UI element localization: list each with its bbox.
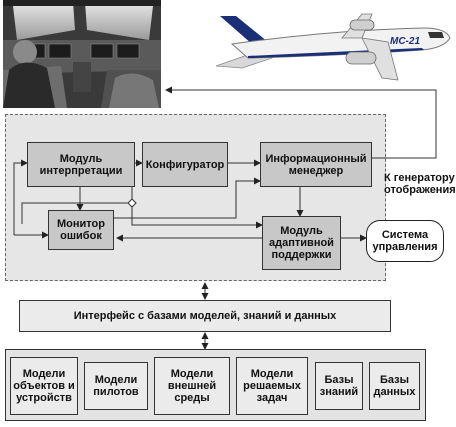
base-environment-models: Модели внешней среды [154,357,230,415]
error-monitor: Монитор ошибок [48,210,114,250]
edge-loop-interp [13,159,28,235]
aircraft-illustration: MC-21 [212,8,454,88]
base-pilot-models: Модели пилотов [84,362,148,410]
control-system: Система управления [366,220,444,262]
base-knowledge: Базы знаний [315,362,363,410]
edge-info-generator [165,86,437,159]
database-interface: Интерфейс с базами моделей, знаний и дан… [19,300,391,332]
information-manager: Информационный менеджер [260,142,372,187]
generator-label: К генератору отображения [384,172,456,196]
edge-monitor-info [114,177,261,219]
base-data: Базы данных [369,362,420,410]
aircraft-livery-text: MC-21 [390,36,420,47]
base-objects-models: Модели объектов и устройств [10,357,78,415]
cockpit-illustration [3,0,161,108]
cockpit-photo [3,0,161,108]
base-task-models: Модели решаемых задач [236,357,308,415]
edge-junction-adaptive [131,187,263,229]
junction-diamond [127,198,137,208]
interpretation-module: Модуль интерпретации [27,142,135,187]
configurator-block: Конфигуратор [142,142,228,187]
adaptive-support-module: Модуль адаптивной поддержки [262,216,341,270]
